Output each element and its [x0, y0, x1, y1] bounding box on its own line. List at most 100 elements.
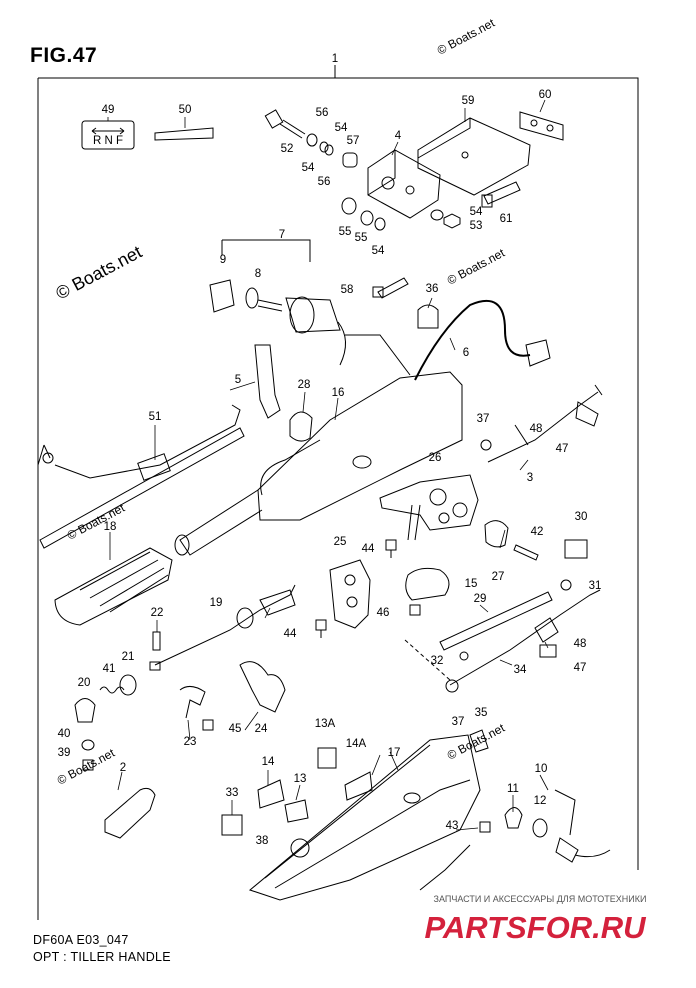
callout-26: 26 — [429, 452, 442, 464]
part-50-decal — [154, 127, 214, 141]
callout-61: 61 — [500, 213, 513, 225]
link-29 — [439, 591, 553, 651]
fasteners-upper — [341, 181, 521, 299]
callout-54: 54 — [335, 122, 348, 134]
callout-54: 54 — [372, 245, 385, 257]
callout-36: 36 — [426, 283, 439, 295]
callout-6: 6 — [463, 347, 469, 359]
callout-37: 37 — [477, 413, 490, 425]
screws-44 — [315, 539, 421, 638]
callout-38: 38 — [256, 835, 269, 847]
leader-lines — [107, 99, 549, 831]
footer-code: DF60A E03_047 — [33, 933, 129, 947]
callout-9: 9 — [220, 254, 226, 266]
callout-1: 1 — [332, 53, 338, 65]
figure-title: FIG.47 — [30, 44, 98, 67]
plate-60 — [519, 111, 564, 141]
callout-22: 22 — [151, 607, 164, 619]
brand-tagline: ЗАПЧАСТИ И АКСЕССУАРЫ ДЛЯ МОТОТЕХНИКИ — [434, 894, 647, 904]
ignition-switch — [209, 279, 346, 366]
callout-47: 47 — [574, 662, 587, 674]
plate-30 — [564, 539, 588, 559]
callout-10: 10 — [535, 763, 548, 775]
callout-13: 13 — [294, 773, 307, 785]
callout-30: 30 — [575, 511, 588, 523]
callout-3: 3 — [527, 472, 533, 484]
callout-44: 44 — [284, 628, 297, 640]
tiller-arm-16 — [174, 371, 463, 556]
callout-45: 45 — [229, 723, 242, 735]
callout-24: 24 — [255, 723, 268, 735]
callout-48: 48 — [574, 638, 587, 650]
callout-16: 16 — [332, 387, 345, 399]
callout-44: 44 — [362, 543, 375, 555]
shift-cable-34 — [445, 589, 601, 693]
callout-55: 55 — [339, 226, 352, 238]
bolt-42 — [513, 544, 539, 561]
throttle-cable-3 — [480, 384, 603, 463]
connectors-13-14 — [257, 747, 373, 823]
throttle-grip-18 — [54, 547, 173, 626]
part-33 — [221, 814, 243, 836]
callout-32: 32 — [431, 655, 444, 667]
diagram-frame — [37, 77, 639, 920]
knob-27 — [484, 520, 509, 548]
arm-2 — [104, 787, 156, 839]
callout-29: 29 — [474, 593, 487, 605]
callout-50: 50 — [179, 104, 192, 116]
watermark-small: © Boats.net — [435, 15, 498, 57]
callout-21: 21 — [122, 651, 135, 663]
callout-55: 55 — [355, 232, 368, 244]
clamp-23 — [179, 686, 206, 719]
callout-18: 18 — [104, 521, 117, 533]
callout-33: 33 — [226, 787, 239, 799]
bracket-4 — [367, 149, 441, 219]
lever-5 — [254, 344, 281, 419]
callout-19: 19 — [210, 597, 223, 609]
pin-22 — [152, 631, 161, 651]
callout-47: 47 — [556, 443, 569, 455]
callout-13a: 13A — [315, 718, 336, 730]
callout-46: 46 — [377, 607, 390, 619]
callout-28: 28 — [298, 379, 311, 391]
callout-48: 48 — [530, 423, 543, 435]
callout-59: 59 — [462, 95, 475, 107]
bolt-52-stack — [264, 109, 358, 168]
callout-41: 41 — [103, 663, 116, 675]
callout-49: 49 — [102, 104, 115, 116]
callout-25: 25 — [334, 536, 347, 548]
callout-23: 23 — [184, 736, 197, 748]
callout-35: 35 — [475, 707, 488, 719]
callout-34: 34 — [514, 664, 527, 676]
shift-rod-51 — [37, 404, 245, 549]
callout-58: 58 — [341, 284, 354, 296]
bracket-25 — [329, 559, 371, 629]
callout-4: 4 — [395, 130, 402, 142]
callout-53: 53 — [470, 220, 483, 232]
watermark-small: © Boats.net — [445, 245, 508, 287]
callout-31: 31 — [589, 580, 602, 592]
callout-7: 7 — [279, 229, 285, 241]
callout-2: 2 — [120, 762, 126, 774]
callout-52: 52 — [281, 143, 294, 155]
callout-20: 20 — [78, 677, 91, 689]
collar-28 — [289, 411, 313, 442]
friction-assembly-26 — [379, 474, 479, 541]
callout-42: 42 — [531, 526, 544, 538]
callout-56: 56 — [318, 176, 331, 188]
clip-35 — [469, 729, 489, 753]
callout-15: 15 — [465, 578, 478, 590]
callout-60: 60 — [539, 89, 552, 101]
callout-51: 51 — [149, 411, 162, 423]
leader-dashed — [404, 639, 451, 681]
lower-bracket-17 — [248, 734, 481, 901]
brand-name: PARTSFOR.RU — [424, 910, 647, 945]
screw-43 — [479, 821, 491, 833]
callout-54: 54 — [470, 206, 483, 218]
callout-40: 40 — [58, 728, 71, 740]
callout-11: 11 — [507, 783, 519, 795]
screw-45 — [202, 719, 214, 731]
